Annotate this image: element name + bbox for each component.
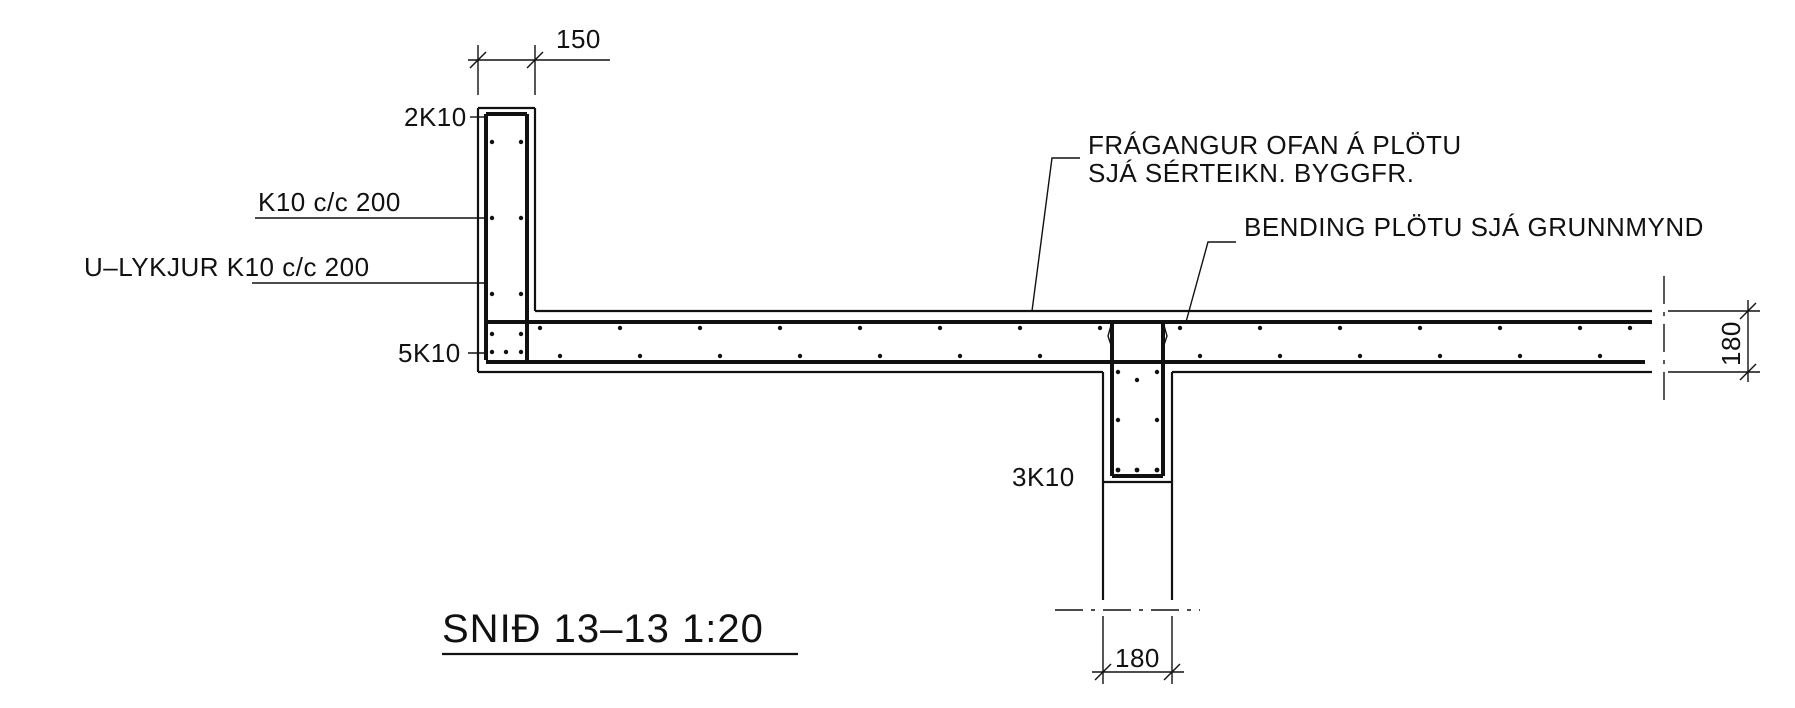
leader-finish: [1031, 157, 1080, 312]
label-finish-line1: FRÁGANGUR OFAN Á PLÖTU: [1088, 130, 1462, 160]
label-finish-line2: SJÁ SÉRTEIKN. BYGGFR.: [1088, 158, 1414, 188]
upstand-wall: [476, 106, 537, 372]
label-beam-bars: 3K10: [1012, 462, 1075, 492]
label-u-bars: U–LYKJUR K10 c/c 200: [84, 252, 370, 282]
leader-slab-reinforcement: [1185, 241, 1236, 323]
dim-beam-width-label: 180: [1115, 643, 1160, 673]
dim-slab-thickness-label: 180: [1716, 321, 1746, 366]
label-top-bars: 2K10: [404, 102, 467, 132]
label-slab-reinforcement: BENDING PLÖTU SJÁ GRUNNMYND: [1244, 212, 1704, 242]
dim-slab-thickness: [1668, 300, 1760, 382]
label-horizontal-bars: K10 c/c 200: [258, 187, 401, 217]
drawing-title: SNIÐ 13–13 1:20: [442, 607, 764, 651]
label-bottom-bars: 5K10: [398, 338, 461, 368]
beam: [1101, 321, 1174, 600]
slab: [478, 309, 1652, 374]
dim-wall-width: [468, 45, 610, 95]
wall-rebar-dots: [489, 139, 524, 355]
dim-beam-width: [1092, 616, 1184, 684]
dim-wall-width-label: 150: [556, 24, 601, 54]
slab-rebar-dots: [537, 325, 1633, 359]
beam-rebar-dots: [1115, 369, 1160, 473]
